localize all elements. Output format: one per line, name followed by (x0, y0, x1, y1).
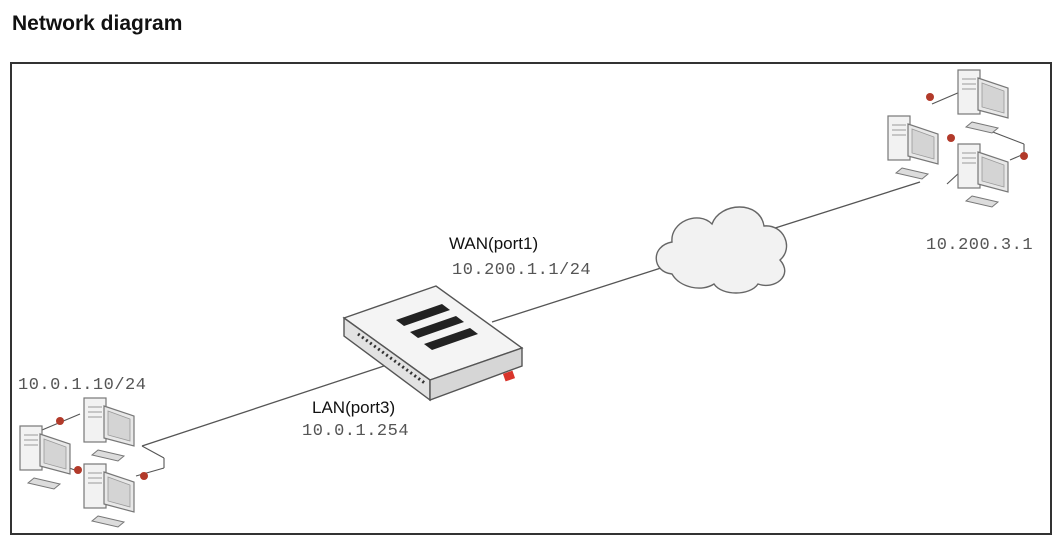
link-dot-icon (56, 417, 64, 425)
local-pc-2-icon (19, 425, 71, 490)
internet-link (771, 181, 921, 230)
port-row-icon (357, 332, 427, 386)
local-pc-1-icon (83, 397, 135, 462)
wan-link (491, 266, 665, 323)
brand-badge-icon (502, 370, 516, 382)
firewall-device (342, 285, 524, 402)
remote-pc-3-icon (957, 143, 1009, 208)
diagram-title: Network diagram (12, 12, 183, 35)
diagram-frame: WAN(port1) 10.200.1.1/24 LAN(port3) 10.0… (10, 62, 1052, 535)
remote-network-ip-label: 10.200.3.1 (926, 236, 1034, 255)
remote-pc-cluster (887, 69, 1028, 208)
lan-link (141, 363, 391, 447)
fortinet-logo-icon (396, 304, 478, 350)
lan-port-label: LAN(port3) (312, 398, 396, 417)
link-dot-icon (926, 93, 934, 101)
local-pc-cluster (19, 397, 165, 528)
link-dot-icon (74, 466, 82, 474)
link-dot-icon (140, 472, 148, 480)
link-dot-icon (1020, 152, 1028, 160)
local-pc-3-icon (83, 463, 135, 528)
remote-pc-2-icon (887, 115, 939, 180)
link-dot-icon (947, 134, 955, 142)
remote-pc-1-icon (957, 69, 1009, 134)
network-diagram-canvas (19, 69, 1028, 528)
wan-ip-label: 10.200.1.1/24 (452, 261, 592, 280)
wan-port-label: WAN(port1) (449, 234, 539, 253)
local-network-ip-label: 10.0.1.10/24 (18, 376, 147, 395)
internet-cloud-icon (655, 206, 788, 294)
lan-ip-label: 10.0.1.254 (302, 422, 410, 441)
